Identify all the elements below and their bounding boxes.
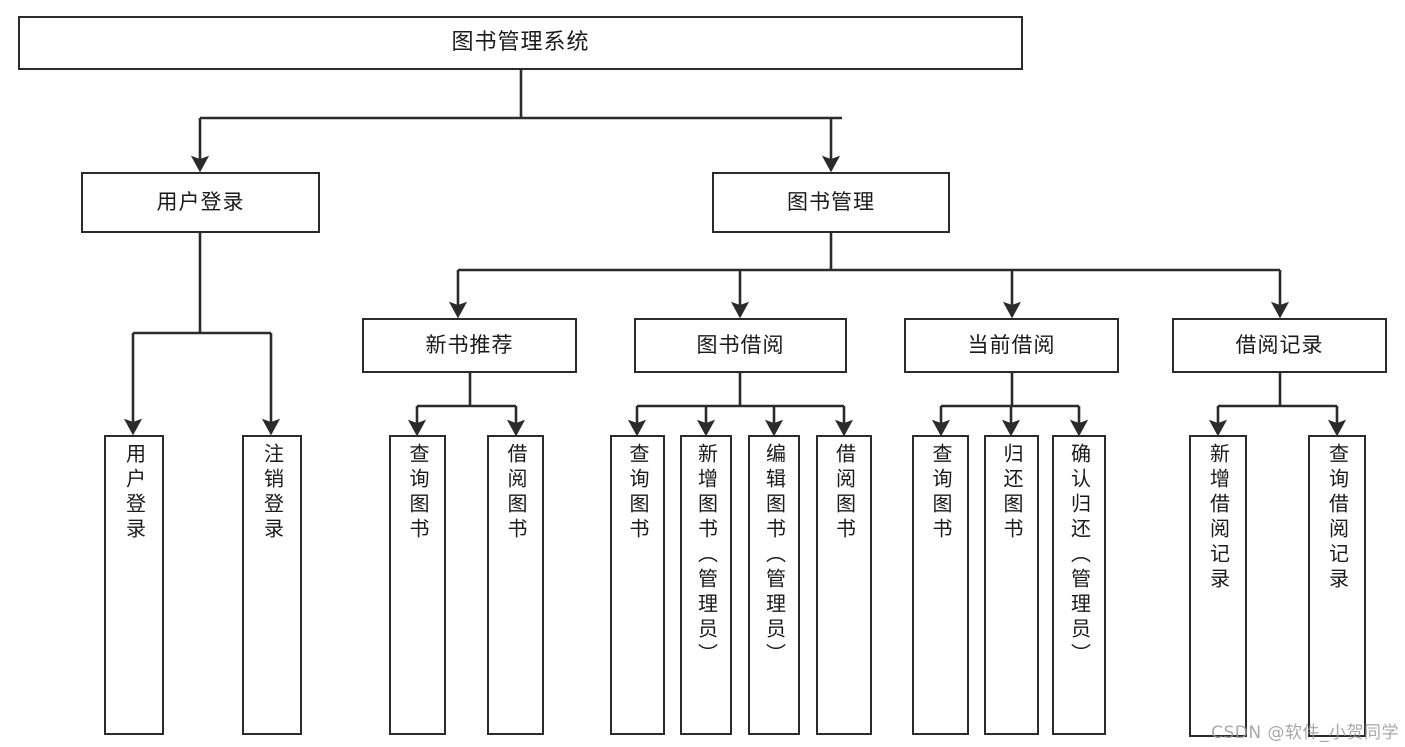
- node-leaf-user-login[interactable]: 用户登录: [104, 435, 164, 735]
- node-leaf-query-book-1-label: 查询图书: [406, 443, 430, 543]
- node-leaf-user-logout-label: 注销登录: [260, 443, 285, 543]
- node-leaf-query-book-3-label: 查询图书: [929, 443, 953, 543]
- node-leaf-confirm-return-label: 确认归还（管理员）: [1067, 443, 1092, 668]
- node-leaf-user-login-label: 用户登录: [122, 443, 147, 543]
- node-root-label: 图书管理系统: [451, 29, 590, 55]
- node-leaf-borrow-book-1-label: 借阅图书: [504, 443, 528, 543]
- node-leaf-add-record-label: 新增借阅记录: [1206, 443, 1231, 593]
- node-book-manage[interactable]: 图书管理: [712, 172, 950, 233]
- node-user-login[interactable]: 用户登录: [81, 172, 320, 233]
- node-current-borrow-label: 当前借阅: [967, 332, 1056, 357]
- node-borrow-record[interactable]: 借阅记录: [1172, 318, 1387, 373]
- node-leaf-query-book-2-label: 查询图书: [626, 443, 650, 543]
- node-leaf-return-book[interactable]: 归还图书: [984, 435, 1039, 735]
- node-leaf-query-book-3[interactable]: 查询图书: [912, 435, 969, 735]
- node-book-borrow[interactable]: 图书借阅: [634, 318, 847, 373]
- node-leaf-edit-book[interactable]: 编辑图书（管理员）: [748, 435, 800, 735]
- csdn-watermark: CSDN @软件_小贺同学: [1211, 723, 1399, 743]
- node-leaf-borrow-book-2[interactable]: 借阅图书: [816, 435, 872, 735]
- node-leaf-add-record[interactable]: 新增借阅记录: [1189, 435, 1247, 737]
- node-leaf-add-book-label: 新增图书（管理员）: [694, 443, 719, 668]
- node-root[interactable]: 图书管理系统: [18, 16, 1023, 70]
- node-leaf-confirm-return[interactable]: 确认归还（管理员）: [1052, 435, 1106, 735]
- node-user-login-label: 用户登录: [156, 189, 245, 214]
- node-new-book-rec-label: 新书推荐: [425, 332, 514, 357]
- node-leaf-borrow-book-2-label: 借阅图书: [832, 443, 857, 543]
- node-leaf-query-record[interactable]: 查询借阅记录: [1308, 435, 1366, 737]
- node-leaf-return-book-label: 归还图书: [1000, 443, 1024, 543]
- node-borrow-record-label: 借阅记录: [1235, 332, 1324, 357]
- node-book-borrow-label: 图书借阅: [696, 332, 785, 357]
- node-new-book-rec[interactable]: 新书推荐: [362, 318, 577, 373]
- node-leaf-user-logout[interactable]: 注销登录: [242, 435, 302, 735]
- node-leaf-query-record-label: 查询借阅记录: [1325, 443, 1350, 593]
- node-book-manage-label: 图书管理: [787, 189, 875, 214]
- node-leaf-borrow-book-1[interactable]: 借阅图书: [487, 435, 544, 735]
- node-leaf-query-book-2[interactable]: 查询图书: [610, 435, 665, 735]
- node-leaf-add-book[interactable]: 新增图书（管理员）: [680, 435, 732, 735]
- node-current-borrow[interactable]: 当前借阅: [904, 318, 1119, 373]
- node-leaf-edit-book-label: 编辑图书（管理员）: [762, 443, 787, 668]
- node-leaf-query-book-1[interactable]: 查询图书: [389, 435, 446, 735]
